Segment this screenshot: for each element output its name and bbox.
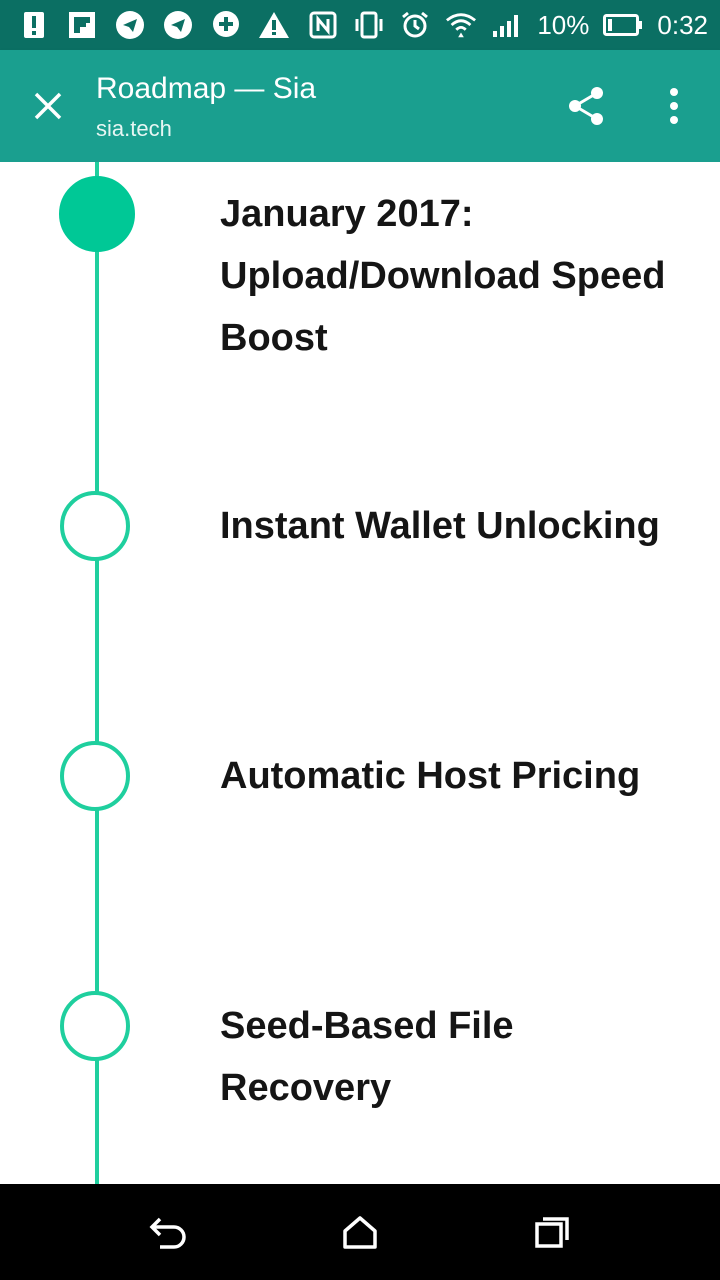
custom-tab-toolbar: Roadmap — Sia sia.tech	[0, 50, 720, 162]
vibrate-icon	[353, 9, 385, 41]
recents-icon	[535, 1217, 569, 1248]
share-button[interactable]	[560, 80, 612, 132]
page-title: Roadmap — Sia	[96, 72, 317, 105]
warning-icon	[258, 9, 290, 41]
navigation-bar	[0, 1184, 720, 1280]
share-icon	[569, 87, 603, 125]
nfc-icon	[307, 9, 339, 41]
alarm-icon	[399, 9, 431, 41]
home-icon	[343, 1216, 377, 1249]
recents-button[interactable]	[530, 1210, 574, 1254]
flipboard-icon	[66, 9, 98, 41]
clock: 0:32	[657, 9, 708, 40]
timeline-item: Seed-Based File Recovery	[220, 1005, 514, 1109]
notification-icons	[18, 8, 290, 42]
telegram-icon	[114, 9, 146, 41]
telegram-icon	[162, 9, 194, 41]
home-button[interactable]	[338, 1210, 382, 1254]
back-button[interactable]	[146, 1210, 190, 1254]
timeline-line	[95, 162, 99, 1184]
web-content[interactable]: January 2017: Upload/Download Speed Boos…	[0, 162, 720, 1184]
battery-icon	[603, 9, 643, 41]
overflow-menu-button[interactable]	[648, 80, 700, 132]
signal-icon	[491, 9, 523, 41]
close-button[interactable]	[22, 80, 74, 132]
status-bar: 10% 0:32	[0, 0, 720, 50]
timeline-item: Automatic Host Pricing	[220, 755, 641, 797]
wifi-icon	[445, 9, 477, 41]
page-url: sia.tech	[96, 116, 172, 141]
more-vert-icon	[670, 88, 678, 124]
timeline-item: Instant Wallet Unlocking	[220, 505, 660, 547]
timeline-node	[60, 741, 130, 811]
system-indicators: 10% 0:32	[307, 8, 708, 42]
timeline-node-current	[59, 176, 135, 252]
alert-icon	[18, 9, 50, 41]
timeline-node	[60, 991, 130, 1061]
plus-chat-icon	[210, 9, 242, 41]
close-icon	[34, 92, 62, 120]
timeline-item: January 2017: Upload/Download Speed Boos…	[220, 193, 666, 359]
timeline-node	[60, 491, 130, 561]
battery-percent: 10%	[537, 9, 590, 40]
back-icon	[149, 1217, 186, 1249]
